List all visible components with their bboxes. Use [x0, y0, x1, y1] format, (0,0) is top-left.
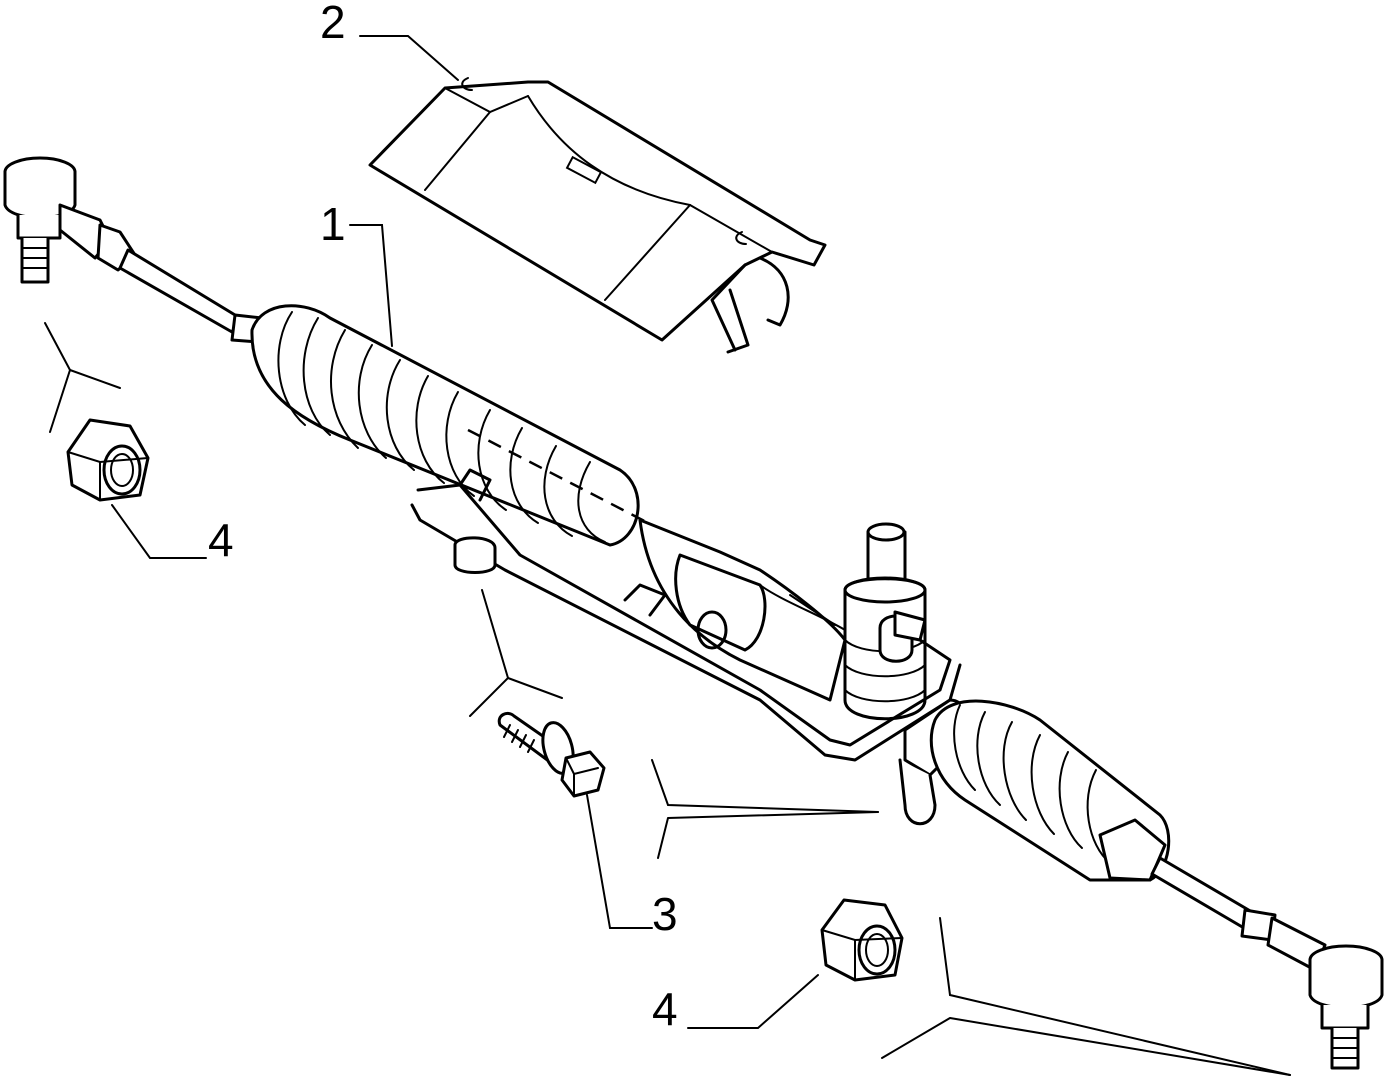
- left-bellows-boot: [250, 304, 721, 562]
- right-bellows-boot: [929, 699, 1171, 882]
- nut-part-4-bottom: [820, 898, 904, 982]
- callout-label-4-bottom: 4: [652, 983, 678, 1035]
- callout-leaders: [111, 35, 819, 1029]
- heat-shield-part-2: [368, 77, 827, 354]
- rack-housing: [638, 518, 847, 702]
- callout-label-2: 2: [320, 0, 346, 48]
- nut-part-4-left: [66, 418, 150, 502]
- assembly-indicator-lines: [44, 322, 1291, 1076]
- left-tie-rod-end: [3, 156, 264, 344]
- callout-label-4-left: 4: [208, 514, 234, 566]
- callout-label-1: 1: [320, 198, 346, 250]
- right-tie-rod-end: [1150, 856, 1384, 1070]
- bolt-part-3: [497, 711, 606, 798]
- callout-label-3: 3: [652, 888, 678, 940]
- pinion-valve-body: [843, 522, 927, 721]
